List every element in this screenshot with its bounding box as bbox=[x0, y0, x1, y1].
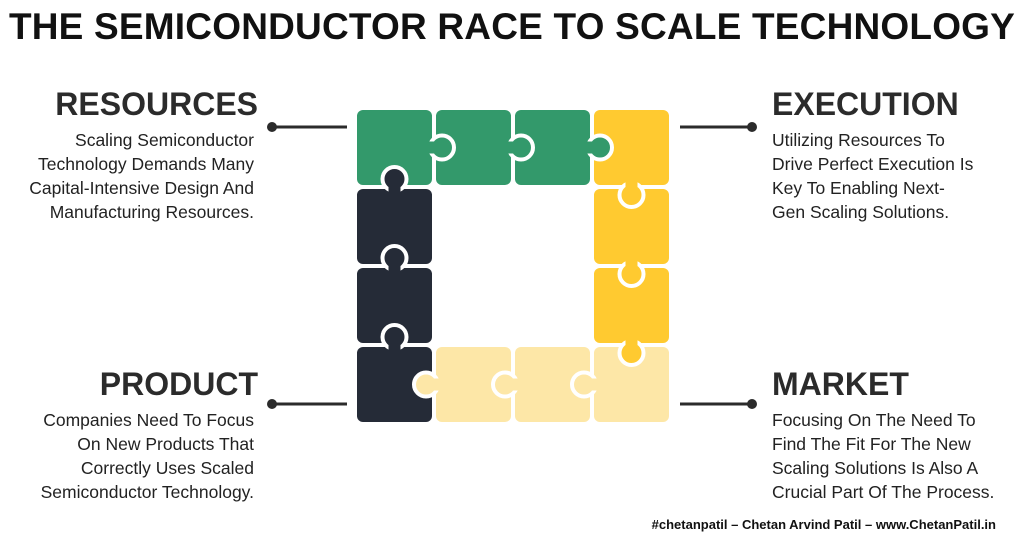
puzzle-pieces bbox=[357, 110, 669, 422]
puzzle-knob-neck-cover bbox=[625, 339, 638, 353]
puzzle-knob-neck-cover bbox=[388, 337, 401, 351]
puzzle-piece-dark bbox=[357, 347, 432, 422]
puzzle-piece-light bbox=[436, 347, 511, 422]
product-line: On New Products That bbox=[77, 434, 254, 454]
market-description: Focusing On The Need To Find The Fit For… bbox=[772, 408, 1022, 504]
resources-line: Manufacturing Resources. bbox=[49, 202, 254, 222]
resources-line: Technology Demands Many bbox=[38, 154, 254, 174]
product-line: Correctly Uses Scaled bbox=[80, 458, 254, 478]
puzzle-piece-green bbox=[357, 110, 432, 185]
puzzle-knob-neck-cover bbox=[426, 378, 440, 391]
execution-line: Key To Enabling Next- bbox=[772, 178, 945, 198]
puzzle-knob-neck-cover bbox=[584, 378, 598, 391]
execution-connector-dot bbox=[747, 122, 757, 132]
puzzle-knobs bbox=[380, 133, 646, 399]
market-line: Crucial Part Of The Process. bbox=[772, 482, 995, 502]
market-heading: MARKET bbox=[772, 366, 909, 402]
puzzle-knob-neck-cover bbox=[388, 179, 401, 193]
puzzle-piece-light bbox=[594, 347, 669, 422]
product-line: Semiconductor Technology. bbox=[40, 482, 254, 502]
execution-line: Drive Perfect Execution Is bbox=[772, 154, 974, 174]
puzzle-piece-green bbox=[436, 110, 511, 185]
puzzle-knob-neck-cover bbox=[586, 141, 600, 154]
execution-description: Utilizing Resources To Drive Perfect Exe… bbox=[772, 128, 1002, 224]
puzzle-piece-yellow bbox=[594, 268, 669, 343]
puzzle-piece-light bbox=[515, 347, 590, 422]
puzzle-piece-dark bbox=[357, 189, 432, 264]
market-line: Scaling Solutions Is Also A bbox=[772, 458, 979, 478]
puzzle-piece-dark bbox=[357, 268, 432, 343]
puzzle-knob-neck-cover bbox=[388, 258, 401, 272]
market-line: Find The Fit For The New bbox=[772, 434, 971, 454]
page-title: THE SEMICONDUCTOR RACE TO SCALE TECHNOLO… bbox=[8, 6, 1016, 47]
resources-description: Scaling Semiconductor Technology Demands… bbox=[0, 128, 254, 224]
puzzle-piece-yellow bbox=[594, 110, 669, 185]
puzzle-knob-neck-cover bbox=[505, 378, 519, 391]
execution-heading: EXECUTION bbox=[772, 86, 959, 122]
resources-heading: RESOURCES bbox=[55, 86, 258, 122]
product-description: Companies Need To Focus On New Products … bbox=[0, 408, 254, 504]
puzzle-knob-neck-cover bbox=[428, 141, 442, 154]
puzzle-knob-neck-cover bbox=[507, 141, 521, 154]
product-connector-dot bbox=[267, 399, 277, 409]
market-connector-dot bbox=[747, 399, 757, 409]
resources-connector-dot bbox=[267, 122, 277, 132]
puzzle-piece-yellow bbox=[594, 189, 669, 264]
puzzle-piece-green bbox=[515, 110, 590, 185]
resources-line: Capital-Intensive Design And bbox=[29, 178, 254, 198]
puzzle-knob-neck-cover bbox=[625, 260, 638, 274]
resources-line: Scaling Semiconductor bbox=[75, 130, 254, 150]
footer-credit: #chetanpatil – Chetan Arvind Patil – www… bbox=[651, 517, 996, 532]
execution-line: Utilizing Resources To bbox=[772, 130, 945, 150]
execution-line: Gen Scaling Solutions. bbox=[772, 202, 950, 222]
market-line: Focusing On The Need To bbox=[772, 410, 976, 430]
puzzle-knob-neck-cover bbox=[625, 181, 638, 195]
product-heading: PRODUCT bbox=[99, 366, 258, 402]
product-line: Companies Need To Focus bbox=[43, 410, 254, 430]
connector-lines bbox=[267, 122, 757, 409]
